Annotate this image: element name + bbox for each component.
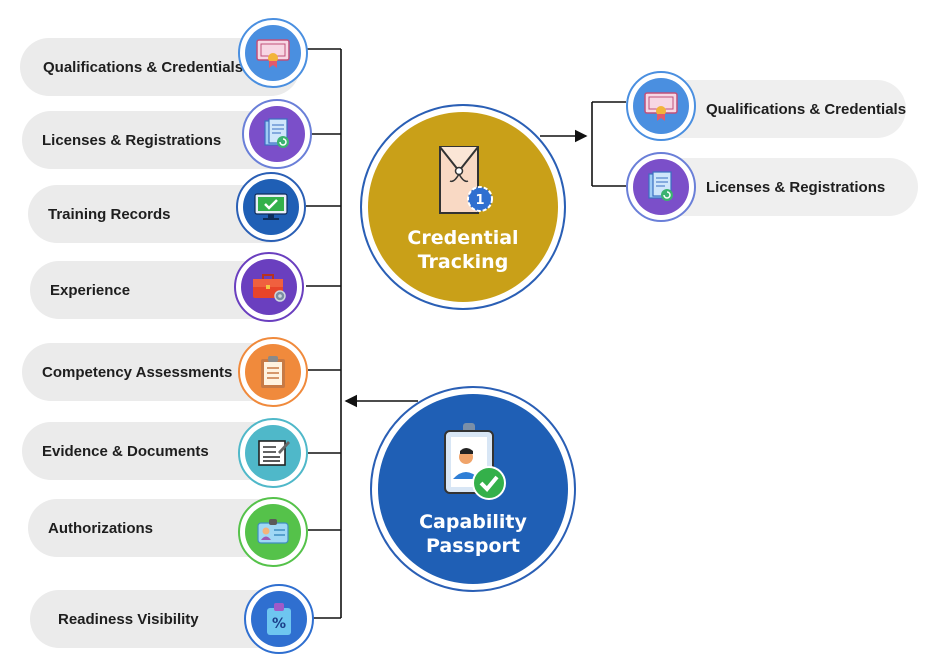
svg-text:1: 1 (475, 193, 484, 208)
monitor-check-icon (236, 172, 306, 242)
clipboard-checklist-icon (238, 337, 308, 407)
certificate-icon (626, 71, 696, 141)
left-item-label: Training Records (48, 205, 171, 223)
right-item-label: Licenses & Registrations (706, 178, 886, 196)
credential-tracking-hub: 1 Credential Tracking (360, 104, 566, 310)
percent-tag-icon: % (244, 584, 314, 654)
certificate-icon (238, 18, 308, 88)
capability-passport-hub: Capability Passport (370, 386, 576, 592)
hub-title-line2: Tracking (417, 250, 509, 273)
left-item-label: Evidence & Documents (42, 442, 209, 460)
hub-title-line1: Credential (407, 226, 519, 249)
svg-text:%: % (272, 616, 286, 632)
left-item-label: Authorizations (48, 519, 153, 537)
left-item-label: Licenses & Registrations (42, 131, 222, 149)
left-item-label: Qualifications & Credentials (43, 58, 244, 76)
license-document-icon (626, 152, 696, 222)
id-card-check-icon (433, 421, 513, 510)
right-item-label: Qualifications & Credentials (706, 100, 907, 118)
envelope-badge-icon: 1 (428, 141, 498, 226)
hub-title-line2: Passport (426, 534, 520, 557)
hub-title-line1: Capability (419, 510, 527, 533)
document-pen-icon (238, 418, 308, 488)
license-document-icon (242, 99, 312, 169)
left-item-label: Competency Assessments (42, 363, 233, 381)
id-badge-icon (238, 497, 308, 567)
left-item-label: Experience (50, 281, 131, 299)
left-item-label: Readiness Visibility (58, 610, 199, 628)
briefcase-gear-icon (234, 252, 304, 322)
